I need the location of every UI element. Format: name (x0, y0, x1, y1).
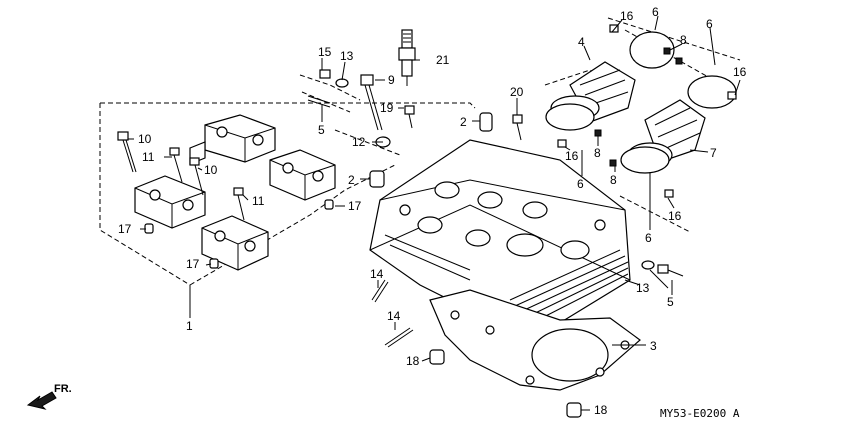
callout-16: 16 (565, 149, 579, 163)
clamp-nut (675, 57, 683, 65)
clamp-bolt (664, 189, 674, 198)
callout-7: 7 (710, 146, 717, 160)
callout-13: 13 (340, 49, 354, 63)
clamp-nut (663, 47, 671, 55)
insulator-band (629, 31, 675, 69)
dowel-pin (324, 199, 334, 210)
stud (641, 260, 684, 277)
callout-11: 11 (142, 150, 155, 164)
dowel (369, 170, 385, 188)
callout-17: 17 (118, 222, 132, 236)
callout-16: 16 (668, 209, 682, 223)
clamp-bolt (727, 91, 737, 100)
cylinder-head-gasket (429, 289, 641, 391)
camshaft-holder (189, 114, 276, 165)
callout-6: 6 (577, 177, 584, 191)
clamp-bolt (609, 24, 619, 33)
callout-5: 5 (667, 295, 674, 309)
clamp-bolt (557, 139, 567, 148)
diagram-code: MY53-E0200 A (660, 407, 740, 420)
callout-15: 15 (318, 45, 332, 59)
callout-11: 11 (252, 194, 265, 208)
holder-bolt (233, 187, 245, 221)
holder-bolt (117, 131, 137, 173)
stud-bolt (360, 74, 383, 131)
holder-bolt (169, 147, 183, 183)
callout-18: 18 (594, 403, 608, 417)
dowel-pin (144, 223, 154, 234)
dowel (566, 402, 582, 418)
callout-18: 18 (406, 354, 420, 368)
callout-6: 6 (645, 231, 652, 245)
callout-10: 10 (138, 132, 152, 146)
callout-21: 21 (436, 53, 450, 67)
callout-8: 8 (680, 33, 687, 47)
clamp-nut (609, 159, 617, 167)
bolt (512, 114, 523, 124)
dowel (429, 349, 445, 365)
dowel-pin (209, 258, 219, 269)
callout-20: 20 (510, 85, 524, 99)
insulator-band (620, 146, 670, 174)
callout-12: 12 (352, 135, 366, 149)
callout-9: 9 (388, 73, 395, 87)
camshaft-holder (201, 215, 269, 271)
callout-14: 14 (370, 267, 384, 281)
cylinder-head (369, 139, 631, 336)
callout-2: 2 (348, 173, 355, 187)
bolt-shank (516, 122, 522, 141)
callout-14: 14 (387, 309, 401, 323)
callout-16: 16 (620, 9, 634, 23)
callout-4: 4 (578, 35, 585, 49)
callout-5: 5 (318, 123, 325, 137)
bolt-shank (408, 113, 413, 129)
callout-2: 2 (460, 115, 467, 129)
bolt (404, 105, 415, 115)
callout-6: 6 (652, 5, 659, 19)
insulator-band (545, 103, 595, 131)
camshaft-holder-group (117, 114, 336, 271)
holder-bolt (189, 157, 204, 196)
callout-13: 13 (636, 281, 650, 295)
stud (371, 279, 389, 303)
dowel (479, 112, 493, 132)
callout-10: 10 (204, 163, 218, 177)
stud (307, 95, 331, 108)
clamp-nut (594, 129, 602, 137)
bolt (319, 69, 331, 79)
stud (384, 327, 414, 348)
front-direction-label: FR. (54, 383, 72, 395)
camshaft-holder (269, 149, 336, 201)
leader-lines (128, 15, 741, 411)
washer (335, 78, 349, 88)
camshaft-holder (134, 175, 206, 229)
callout-3: 3 (650, 339, 657, 353)
callout-17: 17 (348, 199, 362, 213)
callout-19: 19 (380, 101, 394, 115)
callout-8: 8 (594, 146, 601, 160)
callout-1: 1 (186, 319, 193, 333)
callout-labels: 1 2 2 3 4 5 5 6 6 6 6 7 8 8 8 9 10 10 11… (118, 5, 747, 417)
callout-8: 8 (610, 173, 617, 187)
front-direction-arrow (26, 391, 57, 410)
spark-plug (398, 29, 416, 86)
callout-17: 17 (186, 257, 200, 271)
callout-16: 16 (733, 65, 747, 79)
callout-6: 6 (706, 17, 713, 31)
